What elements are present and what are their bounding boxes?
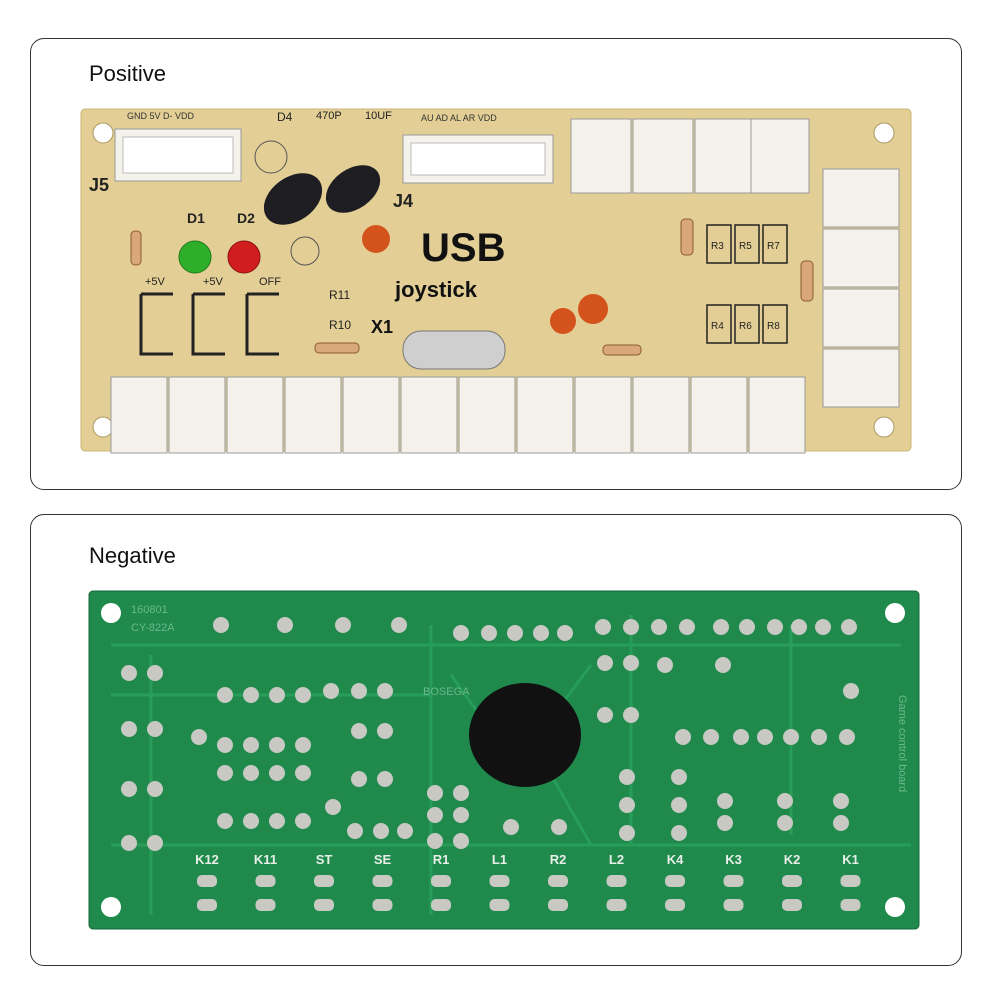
button-label-k3: K3 [725, 852, 742, 867]
button-label-st: ST [316, 852, 333, 867]
label-r8: R8 [767, 321, 780, 332]
button-pad [255, 899, 276, 911]
button-pad [723, 899, 744, 911]
label-5v-a: +5V [145, 276, 166, 288]
button-pad [723, 875, 744, 887]
j4-pin-labels: AU AD AL AR VDD [421, 113, 497, 123]
label-j4: J4 [393, 191, 413, 211]
button-pad [606, 875, 627, 887]
label-code2: CY-822A [131, 622, 175, 634]
panel-title-negative: Negative [89, 543, 176, 568]
label-side: Game control board [896, 695, 908, 792]
label-code1: 160801 [131, 604, 168, 616]
negative-panel: Negative 160801 CY-822A BOSEGA Game cont… [30, 514, 962, 966]
button-pad [489, 899, 510, 911]
panel-title-positive: Positive [89, 61, 167, 86]
button-pad [606, 899, 627, 911]
button-pad [489, 875, 510, 887]
label-10uf: 10UF [365, 110, 392, 122]
label-r10: R10 [329, 318, 351, 332]
button-pad [255, 875, 276, 887]
positive-board-photo: GND 5V D- VDD J5 AU AD AL AR VDD J4 D4 4… [80, 108, 912, 454]
button-pad [314, 875, 334, 887]
button-label-k11: K11 [254, 852, 277, 867]
button-pad [314, 899, 334, 911]
label-r5: R5 [739, 241, 752, 252]
button-pad [548, 875, 568, 887]
label-r11: R11 [329, 288, 350, 302]
button-label-k4: K4 [667, 852, 684, 867]
button-pad [782, 875, 802, 887]
button-pad [197, 875, 217, 887]
positive-panel: Positive GND 5V D- VDD J5 AU AD AL AR VD… [30, 38, 962, 490]
j5-pin-labels: GND 5V D- VDD [127, 111, 195, 121]
button-label-k1: K1 [842, 852, 859, 867]
button-pad [840, 899, 861, 911]
button-label-l2: L2 [609, 852, 624, 867]
label-joystick: joystick [394, 277, 478, 302]
button-pad [431, 875, 451, 887]
button-pad [665, 899, 685, 911]
label-r4: R4 [711, 321, 724, 332]
button-label-se: SE [374, 852, 392, 867]
label-d4: D4 [277, 110, 293, 124]
label-r7: R7 [767, 241, 780, 252]
button-pad [197, 899, 217, 911]
negative-board-photo: 160801 CY-822A BOSEGA Game control board… [88, 590, 920, 930]
button-pad [782, 899, 802, 911]
label-brand: BOSEGA [423, 686, 470, 698]
label-off: OFF [259, 276, 281, 288]
button-label-k12: K12 [195, 852, 219, 867]
label-j5: J5 [89, 175, 109, 195]
label-r3: R3 [711, 241, 724, 252]
label-r6: R6 [739, 321, 752, 332]
label-x1: X1 [371, 317, 393, 337]
label-d1: D1 [187, 210, 205, 226]
button-pad [372, 899, 393, 911]
button-pad [372, 875, 393, 887]
button-label-r2: R2 [550, 852, 567, 867]
button-pad [840, 875, 861, 887]
button-label-k2: K2 [784, 852, 801, 867]
button-pad [431, 899, 451, 911]
label-470p: 470P [316, 110, 342, 122]
label-d2: D2 [237, 210, 255, 226]
button-label-r1: R1 [433, 852, 450, 867]
label-usb: USB [421, 226, 505, 270]
button-pad [665, 875, 685, 887]
button-pad [548, 899, 568, 911]
button-label-l1: L1 [492, 852, 507, 867]
label-5v-b: +5V [203, 276, 224, 288]
